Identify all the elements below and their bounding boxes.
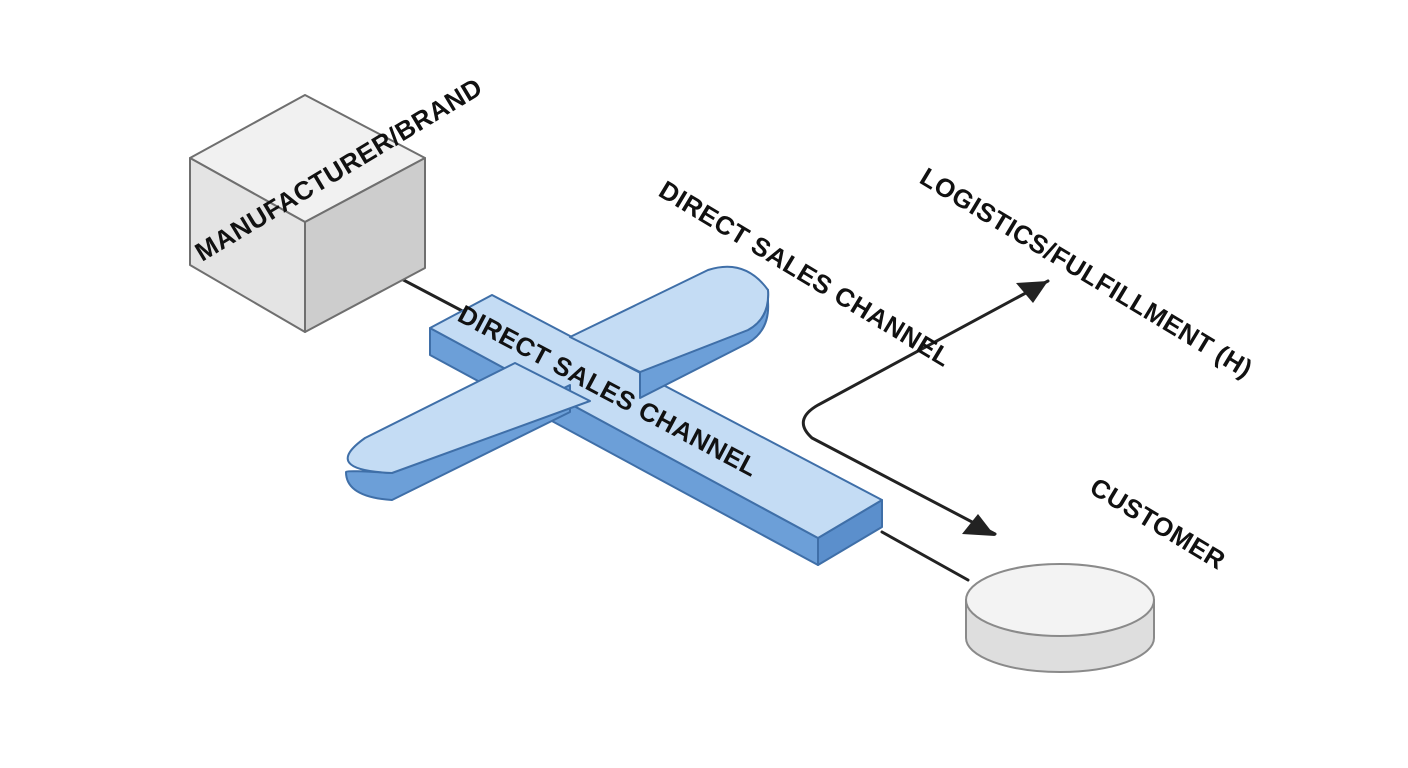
cross-upper-arm — [569, 265, 770, 399]
cube-right-face — [304, 157, 426, 333]
customer-puck-top — [965, 563, 1155, 637]
upper-arm-top-face — [569, 265, 770, 373]
lower-arm-top-face — [346, 362, 591, 474]
manufacturer-cube — [189, 94, 426, 333]
cross-lower-arm — [345, 362, 591, 501]
branch-flow-line — [801, 279, 1050, 536]
arrow-to-logistics — [1016, 281, 1048, 303]
logistics-fulfillment-label: LOGISTICS/FULFILLMENT (H) — [915, 161, 1258, 384]
direct-sales-channel-cross: DIRECT SALES CHANNEL — [345, 265, 883, 566]
long-arm-top-face — [429, 294, 883, 539]
customer-label: CUSTOMER — [1085, 471, 1231, 575]
connector-channel-to-customer — [880, 530, 970, 582]
arrow-to-customer — [962, 514, 995, 536]
customer-node — [965, 563, 1155, 673]
